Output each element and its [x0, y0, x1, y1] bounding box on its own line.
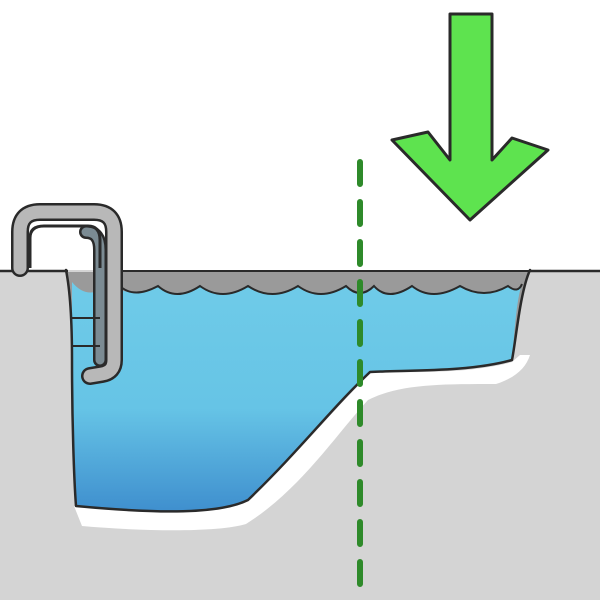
pool-ladder-icon — [11, 203, 123, 385]
down-arrow-icon — [390, 12, 550, 222]
pool-outline — [64, 268, 532, 513]
water-surface-line — [117, 283, 523, 295]
pool-water — [72, 282, 522, 512]
pool-rim-shadow — [74, 355, 530, 531]
